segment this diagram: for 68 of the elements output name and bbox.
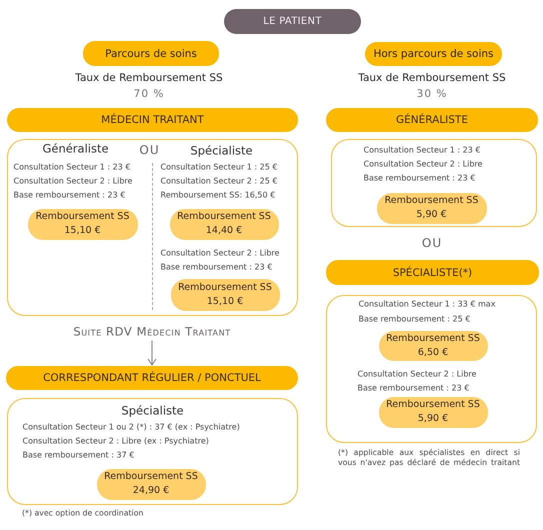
fee-line: Base remboursement : 23 € [14,190,126,200]
bar-label: MÉDECIN TRAITANT [101,114,204,126]
reimbursement-pill [170,208,278,240]
category-bar [326,108,538,132]
category-bar [326,260,539,285]
fee-line: Consultation Secteur 1 : 23 € [14,162,130,172]
reimbursement-amount: 5,90 € [416,208,447,222]
fee-line: Consultation Secteur 2 : 25 € [160,176,278,186]
reimbursement-amount: 6,50 € [418,346,448,360]
bar-label: CORRESPONDANT RÉGULIER / PONCTUEL [43,372,261,384]
panel-heading: Spécialiste [121,404,184,418]
reimbursement-pill [28,208,138,240]
fee-line: Consultation Secteur 1 : 23 € [364,144,480,154]
arrow [148,340,156,366]
reimbursement-amount: 14,40 € [206,224,242,238]
reimbursement-pill [96,468,206,500]
category-bar [6,366,298,390]
fee-line: Base remboursement : 37 € [22,450,134,460]
pill-label: Parcours de soins [105,48,197,60]
reimbursement-pill [376,192,486,224]
fee-line: Consultation Secteur 1 : 25 € [160,162,278,172]
info-panel [7,139,298,316]
fee-line: Base remboursement : 25 € [358,314,470,324]
reimbursement-title: Remboursement SS [178,280,272,294]
reimbursement-title: Remboursement SS [386,332,480,346]
flow-label: Suite RDV Médecin Traitant [73,324,231,340]
reimbursement-pill [170,278,280,310]
reimbursement-title: Remboursement SS [36,210,130,224]
reimbursement-pill [378,396,488,428]
panel-heading: Spécialiste [190,144,253,158]
fee-line: Base remboursement : 23 € [358,382,470,392]
rate-caption: Taux de Remboursement SS [75,72,223,84]
pathway-pill [83,41,219,66]
patient-pill [224,9,361,34]
reimbursement-amount: 15,10 € [206,294,244,308]
fee-line: Consultation Secteur 1 : 33 € max [358,298,496,308]
reimbursement-title: Remboursement SS [384,194,478,208]
fee-line: Consultation Secteur 2 : Libre [358,368,476,378]
or-separator: OU [422,237,442,251]
rate-caption: Taux de Remboursement SS [358,72,506,84]
reimbursement-pill [378,330,488,360]
panel-heading: Généraliste [42,142,109,156]
reimbursement-amount: 5,90 € [418,412,448,426]
bar-label: SPÉCIALISTE(*) [392,266,472,278]
info-panel [326,295,537,443]
fee-line: Consultation Secteur 2 : Libre [160,248,280,258]
reimbursement-amount: 15,10 € [64,224,101,238]
fee-line: Remboursement SS: 16,50 € [160,190,276,200]
pathway-pill [365,42,502,66]
category-bar [7,108,298,132]
fee-line: Base remboursement : 23 € [160,262,272,272]
rate-value: 70 % [134,88,164,100]
reimbursement-title: Remboursement SS [386,398,480,412]
info-panel [331,139,537,227]
fee-line: Base remboursement : 23 € [364,172,476,182]
fee-line: Consultation Secteur 1 ou 2 (*) : 37 € (ex : Psychiatre) [22,422,240,432]
pill-label: Hors parcours de soins [373,48,494,60]
fee-line: Consultation Secteur 2 : Libre [364,158,482,168]
reimbursement-title: Remboursement SS [104,470,198,484]
rate-value: 30 % [416,88,448,100]
reimbursement-amount: 24,90 € [132,484,170,498]
fee-line: Consultation Secteur 2 : Libre (ex : Psychiatre) [22,436,209,446]
or-separator: OU [139,144,160,158]
reimbursement-title: Remboursement SS [177,210,271,224]
info-panel [7,398,298,505]
bar-label: GÉNÉRALISTE [396,114,468,126]
fee-line: Consultation Secteur 2 : Libre [14,176,132,186]
pill-label: LE PATIENT [263,16,322,27]
